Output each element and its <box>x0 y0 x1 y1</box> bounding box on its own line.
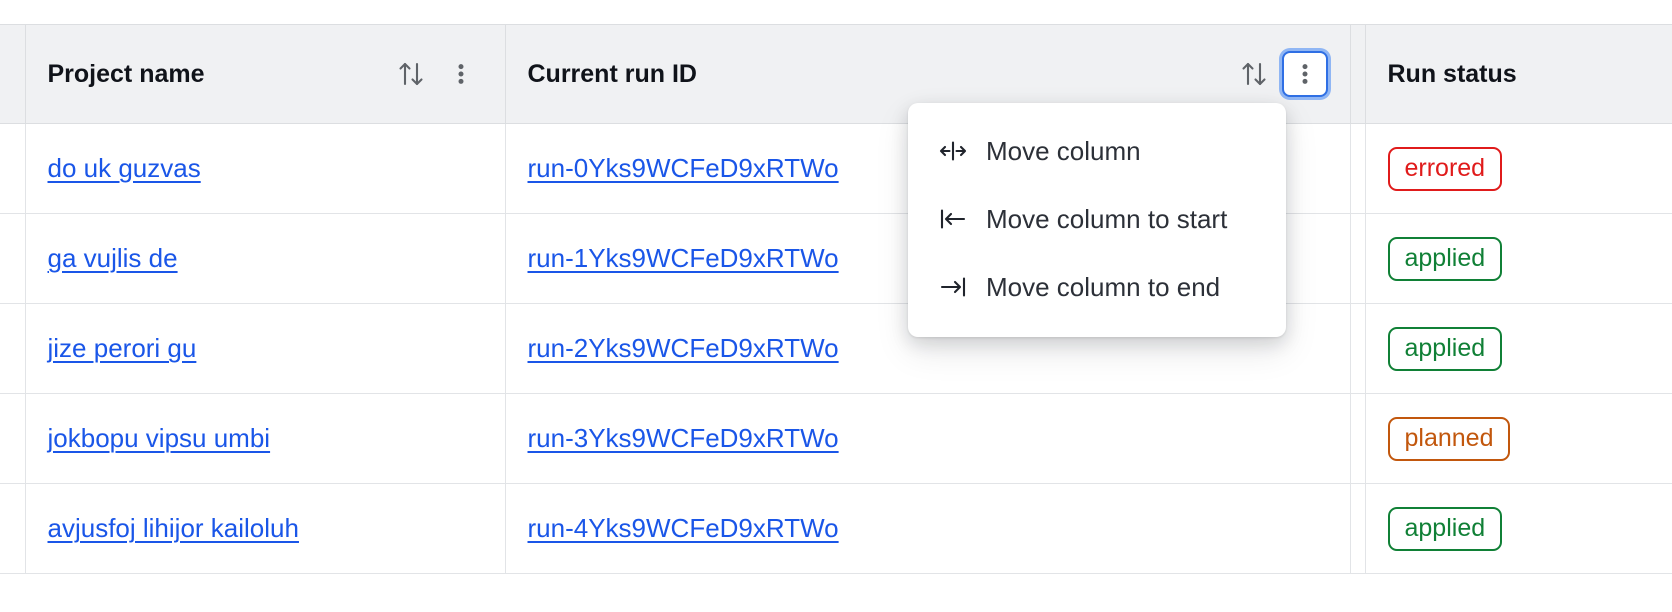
table-row: jokbopu vipsu umbi run-3Yks9WCFeD9xRTWo … <box>0 393 1672 484</box>
move-column-to-end-icon <box>938 276 968 298</box>
menu-item-label: Move column <box>986 135 1141 166</box>
cell-run-status: errored <box>1365 123 1672 214</box>
table-row: avjusfoj lihijor kailoluh run-4Yks9WCFeD… <box>0 483 1672 574</box>
cell-current-run-id: run-4Yks9WCFeD9xRTWo <box>505 483 1351 574</box>
column-menu-button-project-name[interactable] <box>439 52 483 96</box>
run-id-link[interactable]: run-1Yks9WCFeD9xRTWo <box>527 243 839 273</box>
table-row: ga vujlis de run-1Yks9WCFeD9xRTWo applie… <box>0 213 1672 304</box>
table-header-row: Project name <box>0 24 1672 124</box>
spacer-cell <box>1350 213 1366 304</box>
spacer-cell <box>1350 393 1366 484</box>
cell-project-name: jokbopu vipsu umbi <box>25 393 506 484</box>
table-body: do uk guzvas run-0Yks9WCFeD9xRTWo errore… <box>0 123 1672 574</box>
menu-item-label: Move column to start <box>986 203 1228 234</box>
status-badge: applied <box>1387 326 1503 371</box>
sort-icon <box>396 58 426 90</box>
project-name-link[interactable]: jize perori gu <box>47 333 197 363</box>
menu-item-move-column-to-end[interactable]: Move column to end <box>908 253 1286 321</box>
cell-project-name: jize perori gu <box>25 303 506 394</box>
status-badge: planned <box>1387 416 1511 461</box>
gutter-cell <box>0 393 26 484</box>
kebab-menu-icon <box>1293 62 1317 86</box>
column-menu-button-current-run-id[interactable] <box>1281 51 1328 97</box>
cell-run-status: applied <box>1365 303 1672 394</box>
spacer-cell <box>1350 303 1366 394</box>
gutter-cell <box>0 483 26 574</box>
status-badge: errored <box>1387 146 1503 191</box>
column-header-label-run-status: Run status <box>1387 59 1517 88</box>
move-column-to-start-icon <box>938 208 968 230</box>
project-name-link[interactable]: ga vujlis de <box>47 243 178 273</box>
column-header-run-status[interactable]: Run status <box>1365 24 1672 124</box>
cell-run-status: planned <box>1365 393 1672 484</box>
gutter-cell <box>0 123 26 214</box>
column-options-menu[interactable]: Move column Move column to start Move co… <box>908 103 1286 337</box>
table-header: Project name <box>0 24 1672 124</box>
status-badge: applied <box>1387 506 1503 551</box>
move-column-icon <box>938 140 968 162</box>
column-header-tools-current-run-id <box>1232 51 1328 97</box>
sort-icon-button-project-name[interactable] <box>389 52 433 96</box>
cell-project-name: ga vujlis de <box>25 213 506 304</box>
cell-run-status: applied <box>1365 483 1672 574</box>
run-id-link[interactable]: run-0Yks9WCFeD9xRTWo <box>527 153 839 183</box>
cell-run-status: applied <box>1365 213 1672 304</box>
column-header-label-project-name: Project name <box>47 59 205 88</box>
table-row: do uk guzvas run-0Yks9WCFeD9xRTWo errore… <box>0 123 1672 214</box>
cell-current-run-id: run-3Yks9WCFeD9xRTWo <box>505 393 1351 484</box>
project-name-link[interactable]: avjusfoj lihijor kailoluh <box>47 513 299 543</box>
sort-icon-button-current-run-id[interactable] <box>1232 52 1276 96</box>
gutter-cell <box>0 303 26 394</box>
cell-project-name: do uk guzvas <box>25 123 506 214</box>
column-header-label-current-run-id: Current run ID <box>527 59 697 88</box>
column-header-project-name[interactable]: Project name <box>25 24 506 124</box>
run-id-link[interactable]: run-3Yks9WCFeD9xRTWo <box>527 423 839 453</box>
kebab-menu-icon <box>449 62 473 86</box>
table-row: jize perori gu run-2Yks9WCFeD9xRTWo appl… <box>0 303 1672 394</box>
spacer-cell <box>1350 483 1366 574</box>
menu-item-move-column[interactable]: Move column <box>908 117 1286 185</box>
run-id-link[interactable]: run-2Yks9WCFeD9xRTWo <box>527 333 839 363</box>
run-id-link[interactable]: run-4Yks9WCFeD9xRTWo <box>527 513 839 543</box>
sort-icon <box>1239 58 1269 90</box>
menu-item-move-column-to-start[interactable]: Move column to start <box>908 185 1286 253</box>
cell-project-name: avjusfoj lihijor kailoluh <box>25 483 506 574</box>
spacer-column-header <box>1350 24 1366 124</box>
project-name-link[interactable]: do uk guzvas <box>47 153 201 183</box>
gutter-column-header <box>0 24 26 124</box>
status-badge: applied <box>1387 236 1503 281</box>
project-name-link[interactable]: jokbopu vipsu umbi <box>47 423 271 453</box>
projects-table: Project name <box>0 24 1672 574</box>
column-header-tools-project-name <box>389 52 483 96</box>
menu-item-label: Move column to end <box>986 271 1221 302</box>
gutter-cell <box>0 213 26 304</box>
spacer-cell <box>1350 123 1366 214</box>
column-header-current-run-id[interactable]: Current run ID <box>505 24 1351 124</box>
